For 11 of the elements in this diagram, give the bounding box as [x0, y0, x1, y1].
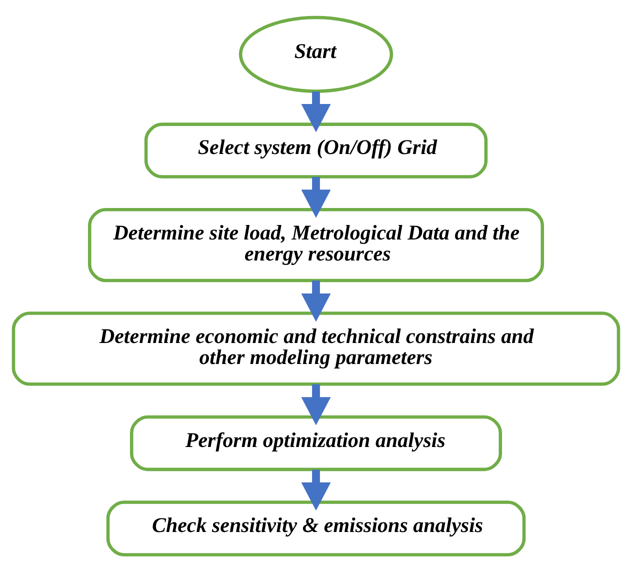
arrow — [301, 470, 331, 511]
arrow — [301, 280, 331, 322]
node-ellipse: Start — [238, 16, 394, 93]
node-box: Perform optimization analysis — [130, 415, 502, 472]
arrow — [301, 176, 331, 218]
arrow — [301, 384, 331, 426]
node-box: Select system (On/Off) Grid — [144, 122, 488, 178]
node-box: Determine site load, Metrological Data and the energy resources — [88, 208, 544, 282]
node-box: Check sensitivity & emissions analysis — [106, 500, 526, 556]
arrow — [301, 92, 331, 132]
node-box: Determine economic and technical constrains and other modeling parameters — [12, 312, 620, 386]
